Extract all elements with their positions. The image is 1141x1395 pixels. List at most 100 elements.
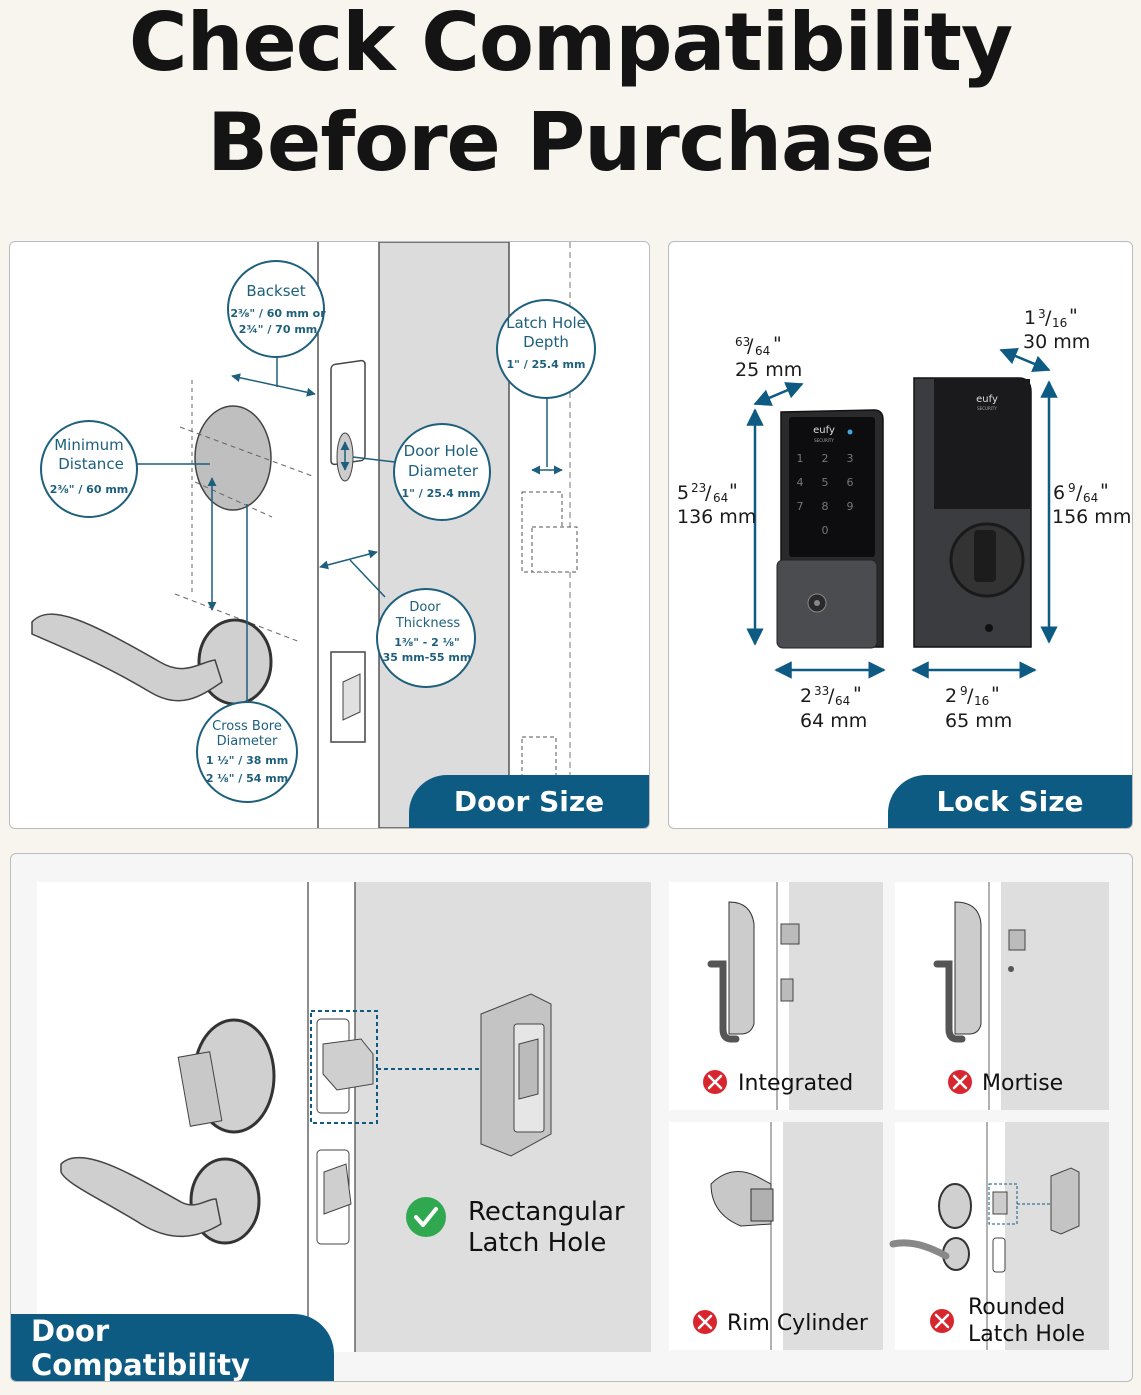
svg-text:Rim Cylinder: Rim Cylinder — [727, 1311, 869, 1336]
svg-text:2¾" / 70 mm: 2¾" / 70 mm — [239, 323, 318, 336]
keypad-key: 2 — [822, 452, 829, 465]
svg-text:/: / — [967, 685, 974, 707]
svg-text:Thickness: Thickness — [395, 616, 460, 631]
lock-size-tab: Lock Size — [888, 775, 1132, 828]
svg-text:1 ½" / 38 mm: 1 ½" / 38 mm — [206, 754, 288, 767]
svg-text:SECURITY: SECURITY — [977, 406, 997, 411]
svg-text:Minimum: Minimum — [54, 436, 124, 454]
svg-text:eufy: eufy — [813, 425, 835, 436]
svg-text:": " — [773, 333, 782, 355]
svg-text:SECURITY: SECURITY — [814, 438, 834, 443]
svg-text:64 mm: 64 mm — [800, 710, 867, 732]
keypad-key: 7 — [797, 500, 804, 513]
svg-text:Latch Hole: Latch Hole — [468, 1228, 606, 1258]
svg-text:6: 6 — [1053, 482, 1065, 504]
svg-text:": " — [991, 683, 1000, 705]
svg-text:Mortise: Mortise — [982, 1071, 1063, 1096]
svg-text:63: 63 — [735, 335, 750, 349]
svg-text:2⅜" / 60 mm or: 2⅜" / 60 mm or — [230, 307, 326, 320]
title-line-1: Check Compatibility — [128, 0, 1013, 89]
keypad-key: 1 — [797, 452, 804, 465]
svg-text:64: 64 — [755, 344, 770, 358]
door-edge — [378, 242, 510, 828]
keypad-key: 3 — [847, 452, 854, 465]
svg-text:9: 9 — [1068, 481, 1076, 495]
svg-text:25 mm: 25 mm — [735, 359, 802, 381]
door-compatibility-tab: Door Compatibility — [11, 1314, 334, 1381]
keypad-key: 4 — [797, 476, 804, 489]
svg-text:33: 33 — [814, 684, 829, 698]
mortise-option: Mortise — [895, 882, 1109, 1110]
svg-text:64: 64 — [713, 491, 728, 505]
door-handle — [31, 613, 223, 702]
interior-height-label: 6 9 / 64 " 156 mm — [1052, 480, 1131, 528]
latch-hole-depth-callout: Latch Hole Depth 1" / 25.4 mm — [496, 299, 596, 399]
svg-text:64: 64 — [1083, 491, 1098, 505]
svg-text:Latch Hole: Latch Hole — [968, 1322, 1085, 1347]
integrated-option: Integrated — [669, 882, 883, 1110]
svg-text:Rectangular: Rectangular — [468, 1197, 625, 1227]
door-compatibility-diagram: Rectangular Latch Hole Integrated — [37, 882, 1109, 1352]
keypad-unit: eufy SECURITY 1 2 3 4 5 6 7 8 9 0 — [776, 409, 884, 649]
svg-text:1" / 25.4 mm: 1" / 25.4 mm — [402, 487, 481, 500]
svg-text:3: 3 — [1038, 307, 1046, 321]
svg-text:Door Hole: Door Hole — [404, 442, 479, 460]
svg-text:/: / — [1045, 307, 1052, 329]
svg-text:2 ⅛" / 54 mm: 2 ⅛" / 54 mm — [206, 772, 288, 785]
cross-bore-diameter-callout: Cross Bore Diameter 1 ½" / 38 mm 2 ⅛" / … — [196, 701, 298, 803]
svg-text:Distance: Distance — [58, 455, 124, 473]
keypad-height-label: 5 23 / 64 " 136 mm — [677, 480, 756, 528]
svg-text:": " — [853, 683, 862, 705]
door-size-panel: Backset 2⅜" / 60 mm or 2¾" / 70 mm Minim… — [9, 241, 650, 829]
keypad-key: 6 — [847, 476, 854, 489]
keypad-keys: 1 2 3 4 5 6 7 8 9 0 — [797, 452, 854, 537]
svg-text:Cross Bore: Cross Bore — [212, 719, 282, 734]
door-size-tab: Door Size — [409, 775, 649, 828]
svg-text:64: 64 — [835, 694, 850, 708]
minimum-distance-callout: Minimum Distance 2⅜" / 60 mm — [40, 420, 138, 518]
svg-text:23: 23 — [691, 481, 706, 495]
rim-cylinder-option: Rim Cylinder — [669, 1122, 883, 1350]
svg-text:65 mm: 65 mm — [945, 710, 1012, 732]
title-line-2: Before Purchase — [207, 96, 935, 189]
svg-text:1: 1 — [1024, 307, 1036, 329]
svg-text:/: / — [705, 482, 712, 504]
svg-text:2: 2 — [945, 685, 957, 707]
svg-text:/: / — [1076, 482, 1083, 504]
svg-text:Diameter: Diameter — [217, 734, 278, 749]
svg-text:Depth: Depth — [523, 333, 569, 351]
svg-text:2: 2 — [800, 685, 812, 707]
svg-text:": " — [729, 480, 738, 502]
svg-text:1" / 25.4 mm: 1" / 25.4 mm — [507, 358, 586, 371]
svg-text:": " — [1100, 480, 1109, 502]
keypad-depth-label: 63 / 64 " 25 mm — [735, 333, 802, 381]
door-size-diagram: Backset 2⅜" / 60 mm or 2¾" / 70 mm Minim… — [31, 242, 596, 828]
svg-text:/: / — [828, 685, 835, 707]
backset-callout: Backset 2⅜" / 60 mm or 2¾" / 70 mm — [227, 260, 326, 358]
keypad-key: 5 — [822, 476, 829, 489]
svg-text:16: 16 — [1052, 316, 1067, 330]
svg-text:9: 9 — [960, 684, 968, 698]
svg-text:Rounded: Rounded — [968, 1295, 1065, 1320]
svg-text:1⅜" - 2 ⅛": 1⅜" - 2 ⅛" — [394, 636, 460, 649]
rounded-latch-hole-option: Rounded Latch Hole — [889, 1122, 1109, 1350]
svg-text:": " — [1069, 305, 1078, 327]
keypad-key: 9 — [847, 500, 854, 513]
double-arrow-icon — [753, 382, 804, 406]
interior-depth-label: 1 3 / 16 " 30 mm — [1023, 305, 1090, 353]
cross-bore-hole — [194, 405, 272, 511]
svg-text:Latch Hole: Latch Hole — [506, 314, 586, 332]
svg-text:2⅜" / 60 mm: 2⅜" / 60 mm — [50, 483, 129, 496]
svg-text:Integrated: Integrated — [738, 1071, 853, 1096]
svg-text:5: 5 — [677, 482, 689, 504]
double-arrow-icon — [999, 347, 1051, 373]
interior-width-label: 2 9 / 16 " 65 mm — [945, 683, 1012, 732]
compatible-door-illustration: Rectangular Latch Hole — [37, 882, 651, 1352]
svg-text:eufy: eufy — [976, 394, 998, 405]
svg-text:Backset: Backset — [246, 282, 305, 300]
interior-unit: eufy SECURITY — [913, 377, 1032, 648]
keypad-key: 8 — [822, 500, 829, 513]
keypad-key: 0 — [822, 524, 829, 537]
